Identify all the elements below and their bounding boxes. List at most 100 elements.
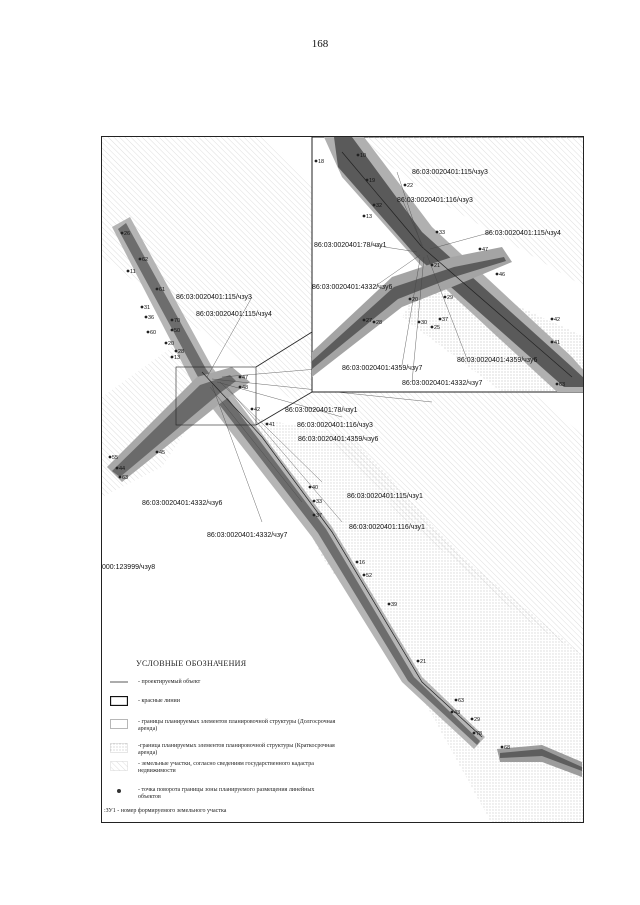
turn-point-label: 21 xyxy=(420,659,426,665)
cadastral-label: 86:03:0020401:4332/чзу7 xyxy=(207,532,287,539)
inset-turn-point-label: 18 xyxy=(318,159,324,165)
turn-point-marker xyxy=(470,717,474,721)
inset-turn-point-label: 13 xyxy=(366,214,372,220)
turn-point-label: 50 xyxy=(174,328,180,334)
turn-point-marker xyxy=(355,560,359,564)
turn-point-label: 13 xyxy=(174,355,180,361)
page-number: 168 xyxy=(311,38,329,50)
turn-point-marker xyxy=(164,341,168,345)
inset-turn-point-marker xyxy=(550,340,554,344)
inset-cadastral-label: 86:03:0020401:78/чзу1 xyxy=(314,242,387,249)
turn-point-marker xyxy=(238,375,242,379)
inset-turn-point-label: 27 xyxy=(366,318,372,324)
turn-point-label: 33 xyxy=(316,499,322,505)
cadastral-label: 86:03:0020401:115/чзу4 xyxy=(196,311,272,318)
corridor-outer xyxy=(112,217,485,749)
turn-point-label: 62 xyxy=(142,257,148,263)
inset-cadastral-label: 86:03:0020401:115/чзу3 xyxy=(412,169,488,176)
turn-point-label: 43 xyxy=(454,710,460,716)
turn-point-label: 48 xyxy=(242,385,248,391)
branch-inner xyxy=(112,375,236,477)
turn-point-marker xyxy=(250,407,254,411)
turn-point-label: 11 xyxy=(130,269,136,275)
turn-point-label: 16 xyxy=(359,560,365,566)
turn-point-marker xyxy=(265,422,269,426)
inset-turn-point-label: 41 xyxy=(554,340,560,346)
turn-point-marker xyxy=(308,485,312,489)
turn-point-marker xyxy=(118,475,122,479)
inset-cadastral-label: 86:03:0020401:4332/чзу6 xyxy=(312,284,392,291)
turn-point-marker xyxy=(144,315,148,319)
turn-point-marker xyxy=(126,269,130,273)
cadastral-label: 86:03:0020401:115/чзу1 xyxy=(347,493,423,500)
turn-point-marker xyxy=(174,349,178,353)
turn-point-marker xyxy=(170,355,174,359)
project-object-line xyxy=(201,371,483,738)
turn-point-label: 44 xyxy=(119,466,125,472)
turn-point-label: 39 xyxy=(391,602,397,608)
inset-turn-point-marker xyxy=(443,295,447,299)
turn-point-marker xyxy=(387,602,391,606)
inset-turn-point-marker xyxy=(438,317,442,321)
inset-turn-point-marker xyxy=(408,297,412,301)
turn-point-label: 31 xyxy=(144,305,150,311)
inset-turn-point-label: 47 xyxy=(482,247,488,253)
turn-point-label: 61 xyxy=(159,287,165,293)
cadastral-label: 86:03:0020401:116/чзу3 xyxy=(297,422,373,429)
turn-point-marker xyxy=(472,731,476,735)
turn-point-marker xyxy=(140,305,144,309)
corridor-inner xyxy=(118,223,480,745)
inset-turn-point-label: 42 xyxy=(554,317,560,323)
inset-turn-point-marker xyxy=(403,183,407,187)
inset-turn-point-label: 63 xyxy=(559,382,565,388)
inset-turn-point-marker xyxy=(362,214,366,218)
turn-point-label: 63 xyxy=(458,698,464,704)
cadastral-label: 86:03:0020401:116/чзу1 xyxy=(349,524,425,531)
zoom-area-box xyxy=(175,366,257,426)
inset-turn-point-label: 29 xyxy=(447,295,453,301)
turn-point-marker xyxy=(312,513,316,517)
turn-point-label: 70 xyxy=(174,318,180,324)
cadastral-label: 86:03:0020401:115/чзу3 xyxy=(176,294,252,301)
turn-point-label: 20 xyxy=(168,341,174,347)
inset-turn-point-label: 20 xyxy=(412,297,418,303)
turn-point-marker xyxy=(170,328,174,332)
inset-turn-point-marker xyxy=(555,382,559,386)
turn-point-label: 45 xyxy=(159,450,165,456)
cadastral-label: 86:03:0020401:4332/чзу6 xyxy=(142,500,222,507)
inset-turn-point-marker xyxy=(430,263,434,267)
turn-point-marker xyxy=(115,466,119,470)
inset-turn-point-marker xyxy=(417,320,421,324)
inset-turn-point-label: 19 xyxy=(369,178,375,184)
inset-turn-point-label: 10 xyxy=(360,153,366,159)
inset-turn-point-marker xyxy=(430,325,434,329)
turn-point-label: 36 xyxy=(148,315,154,321)
turn-point-label: 47 xyxy=(242,375,248,381)
inset-turn-point-label: 25 xyxy=(434,325,440,331)
inset-cadastral-label: 86:03:0020401:4332/чзу7 xyxy=(402,380,482,387)
cadastral-zone-south xyxy=(252,417,583,822)
turn-point-marker xyxy=(450,710,454,714)
turn-point-marker xyxy=(416,659,420,663)
inset-turn-point-label: 21 xyxy=(434,263,440,269)
inset-turn-point-label: 30 xyxy=(421,320,427,326)
turn-point-marker xyxy=(362,573,366,577)
turn-point-label: 52 xyxy=(366,573,372,579)
inset-turn-point-label: 28 xyxy=(376,320,382,326)
turn-point-marker xyxy=(155,287,159,291)
turn-point-marker xyxy=(170,318,174,322)
inset-cadastral-label: 86:03:0020401:116/чзу3 xyxy=(397,197,473,204)
inset-turn-point-label: 32 xyxy=(376,203,382,209)
turn-point-marker xyxy=(120,231,124,235)
legend-title: УСЛОВНЫЕ ОБОЗНАЧЕНИЯ xyxy=(136,659,247,668)
inset-turn-point-marker xyxy=(435,230,439,234)
inset-turn-point-marker xyxy=(372,203,376,207)
legend: УСЛОВНЫЕ ОБОЗНАЧЕНИЯ - проектируемый объ… xyxy=(104,659,336,814)
inset-turn-point-marker xyxy=(314,159,318,163)
turn-point-label: 60 xyxy=(150,330,156,336)
turn-point-marker xyxy=(454,698,458,702)
turn-point-marker xyxy=(238,385,242,389)
turn-point-marker xyxy=(500,745,504,749)
